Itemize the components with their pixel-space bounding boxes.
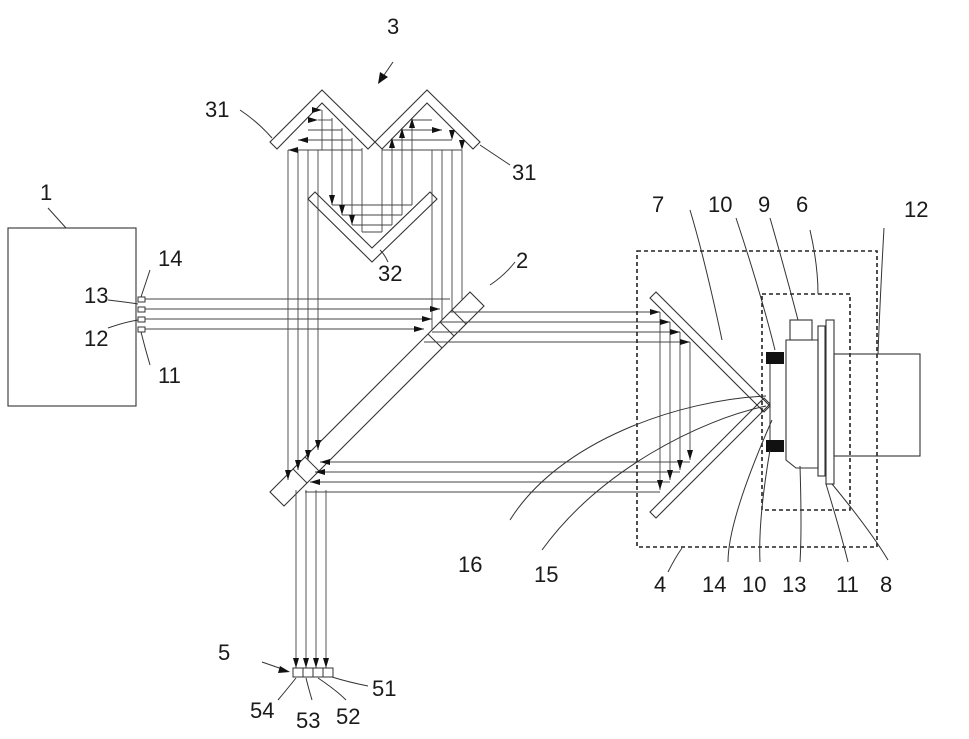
label-32: 32 xyxy=(378,261,402,286)
reference-labels: 1 2 3 31 31 32 4 5 6 7 8 9 10 10 11 11 1… xyxy=(40,14,928,733)
label-31-left: 31 xyxy=(205,97,229,122)
label-12-source: 12 xyxy=(84,326,108,351)
label-53: 53 xyxy=(296,708,320,733)
label-11-source: 11 xyxy=(158,363,181,388)
label-10-bottom: 10 xyxy=(742,572,766,597)
label-1: 1 xyxy=(40,180,52,205)
label-11-stage: 11 xyxy=(836,572,859,597)
label-6: 6 xyxy=(796,192,808,217)
roof-mirror-assembly-3 xyxy=(240,62,510,262)
label-4: 4 xyxy=(654,572,666,597)
label-8: 8 xyxy=(880,572,892,597)
label-5: 5 xyxy=(218,640,230,665)
label-14-stage: 14 xyxy=(702,572,726,597)
beams-source-to-splitter xyxy=(145,299,450,329)
label-14-source: 14 xyxy=(158,246,182,271)
beams-vertical xyxy=(288,150,462,668)
label-15: 15 xyxy=(534,562,558,587)
label-7: 7 xyxy=(652,192,664,217)
beam-arrows xyxy=(285,107,693,668)
label-9: 9 xyxy=(758,192,770,217)
label-16: 16 xyxy=(458,552,482,577)
label-51: 51 xyxy=(372,676,396,701)
label-54: 54 xyxy=(250,698,274,723)
fibers-15-16 xyxy=(510,396,766,550)
detector-5 xyxy=(262,662,368,700)
label-10-top: 10 xyxy=(708,192,732,217)
label-3: 3 xyxy=(387,14,399,39)
label-12-stage: 12 xyxy=(904,197,928,222)
label-31-right: 31 xyxy=(512,160,536,185)
label-2: 2 xyxy=(516,248,528,273)
label-13-source: 13 xyxy=(84,283,108,308)
light-source-1 xyxy=(8,208,145,406)
label-52: 52 xyxy=(336,704,360,729)
label-13-stage: 13 xyxy=(782,572,806,597)
